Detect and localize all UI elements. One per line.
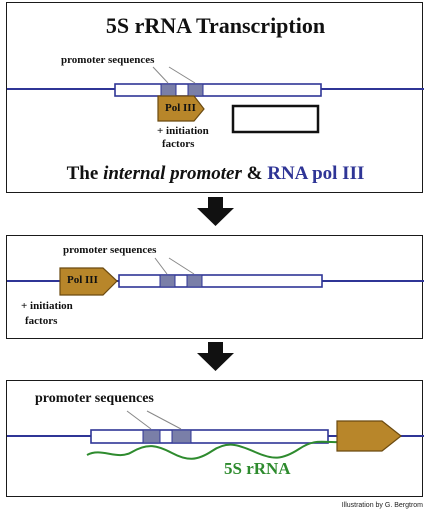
promoter-box-a xyxy=(159,274,176,288)
pointer-line-b xyxy=(168,257,195,275)
illustration-credit: Illustration by G. Bergtrom xyxy=(341,502,423,509)
panel-transcription: promoter sequences 5S rRNA xyxy=(6,380,424,497)
caption-rna-pol-iii: RNA pol III xyxy=(267,163,365,184)
panel1-graphic xyxy=(7,66,424,134)
down-arrow-icon xyxy=(197,197,234,226)
promoter-box-b xyxy=(171,429,192,444)
panel-internal-promoter: 5S rRNA Transcription promoter sequences… xyxy=(6,2,424,193)
initiation-label: + initiation xyxy=(21,300,73,312)
promoter-label: promoter sequences xyxy=(63,244,157,256)
factors-label: factors xyxy=(25,315,58,327)
caption-prefix: The xyxy=(66,163,104,184)
panel1-caption: The internal promoter & RNA pol III xyxy=(7,163,424,185)
5s-gene-box xyxy=(118,274,323,288)
pointer-line-a xyxy=(154,257,168,275)
pol-iii-arrow-shape xyxy=(59,267,118,296)
5s-gene-box xyxy=(90,429,329,444)
promoter-label: promoter sequences xyxy=(61,54,155,66)
rna-transcript-wave xyxy=(86,440,341,460)
5s-gene-box xyxy=(114,83,322,97)
promoter-label: promoter sequences xyxy=(35,391,154,406)
pol-iii-arrow-shape xyxy=(336,420,402,452)
panel2-graphic xyxy=(7,257,424,296)
promoter-box-b xyxy=(187,83,204,97)
pol-iii-label: Pol III xyxy=(67,274,98,286)
pol-iii-arrow-shape xyxy=(157,95,205,122)
factors-label: factors xyxy=(162,138,195,150)
pointer-line-b xyxy=(146,410,182,430)
caption-italic: internal promoter xyxy=(103,163,242,184)
panel-pol-iii-bound: promoter sequences Pol III + initiation … xyxy=(6,235,424,339)
pointer-line-b xyxy=(168,66,196,84)
rna-label: 5S rRNA xyxy=(224,459,291,478)
empty-callout-box xyxy=(231,104,320,134)
diagram-title: 5S rRNA Transcription xyxy=(105,13,326,38)
panel3-graphic xyxy=(7,410,424,460)
promoter-box-b xyxy=(186,274,203,288)
pol-iii-label: Pol III xyxy=(165,102,196,114)
down-arrow-icon xyxy=(197,342,234,371)
initiation-label: + initiation xyxy=(157,125,209,137)
pointer-line-a xyxy=(152,66,169,84)
pointer-line-a xyxy=(126,410,152,430)
caption-ampersand: & xyxy=(241,163,268,184)
promoter-box-a xyxy=(160,83,177,97)
promoter-box-a xyxy=(142,429,161,444)
